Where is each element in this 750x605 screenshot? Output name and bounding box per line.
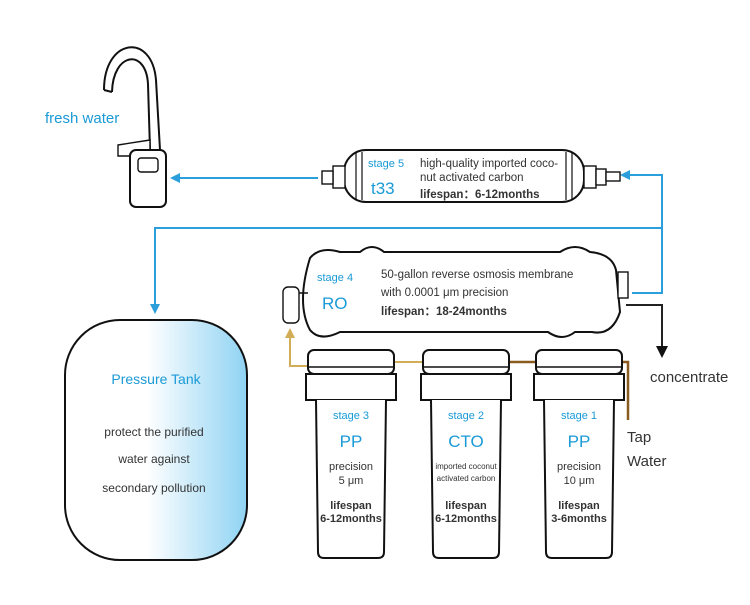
stage3-precision-value: 5 μm — [339, 475, 364, 487]
stage3-lifespan-label: lifespan — [330, 500, 372, 512]
faucet-icon — [103, 46, 167, 208]
stage2-code: CTO — [448, 432, 484, 451]
pressure-tank — [64, 319, 248, 561]
stage5-lifespan: lifespan：6-12months — [420, 189, 540, 201]
stage4-ro-housing — [282, 246, 629, 338]
stage2-label: stage 2 — [448, 410, 484, 422]
stage4-desc-line2: with 0.0001 μm precision — [380, 287, 508, 299]
stage1-filter-housing — [533, 349, 625, 559]
tank-desc-line1: protect the purified — [104, 425, 203, 439]
stage5-code: t33 — [371, 179, 395, 198]
stage4-code: RO — [322, 294, 348, 313]
tap-label-line2: Water — [627, 453, 666, 470]
pipe-to-tank — [150, 227, 662, 314]
stage2-lifespan-value: 6-12months — [435, 513, 497, 525]
stage5-label: stage 5 — [368, 158, 404, 170]
stage4-label: stage 4 — [317, 272, 353, 284]
stage1-lifespan-label: lifespan — [558, 500, 600, 512]
stage5-desc-line2: nut activated carbon — [420, 172, 524, 184]
pipe-concentrate — [626, 304, 668, 358]
stage1-code: PP — [568, 432, 591, 451]
stage1-precision-value: 10 μm — [564, 475, 595, 487]
stage4-lifespan: lifespan：18-24months — [381, 306, 507, 318]
stage2-desc-line1: imported coconut — [435, 462, 497, 471]
tank-desc-line3: secondary pollution — [102, 481, 205, 495]
stage3-code: PP — [340, 432, 363, 451]
stage3-lifespan-value: 6-12months — [320, 513, 382, 525]
stage2-filter-housing — [420, 349, 512, 559]
pipe-ro-to-stage5 — [620, 170, 663, 294]
stage3-label: stage 3 — [333, 410, 369, 422]
stage5-desc-line1: high-quality imported coco- — [420, 158, 558, 170]
concentrate-label: concentrate — [650, 369, 728, 386]
stage1-lifespan-value: 3-6months — [551, 513, 607, 525]
stage4-desc-line1: 50-gallon reverse osmosis membrane — [381, 269, 573, 281]
stage3-precision-label: precision — [329, 461, 373, 473]
stage1-label: stage 1 — [561, 410, 597, 422]
stage2-desc-line2: activated carbon — [437, 474, 496, 483]
stage5-cartridge — [321, 149, 621, 203]
tank-title: Pressure Tank — [111, 371, 201, 387]
tap-label-line1: Tap — [627, 429, 651, 446]
stage1-precision-label: precision — [557, 461, 601, 473]
stage3-filter-housing — [305, 349, 397, 559]
tank-desc-line2: water against — [117, 452, 190, 466]
fresh-water-label: fresh water — [45, 110, 119, 127]
stage2-lifespan-label: lifespan — [445, 500, 487, 512]
